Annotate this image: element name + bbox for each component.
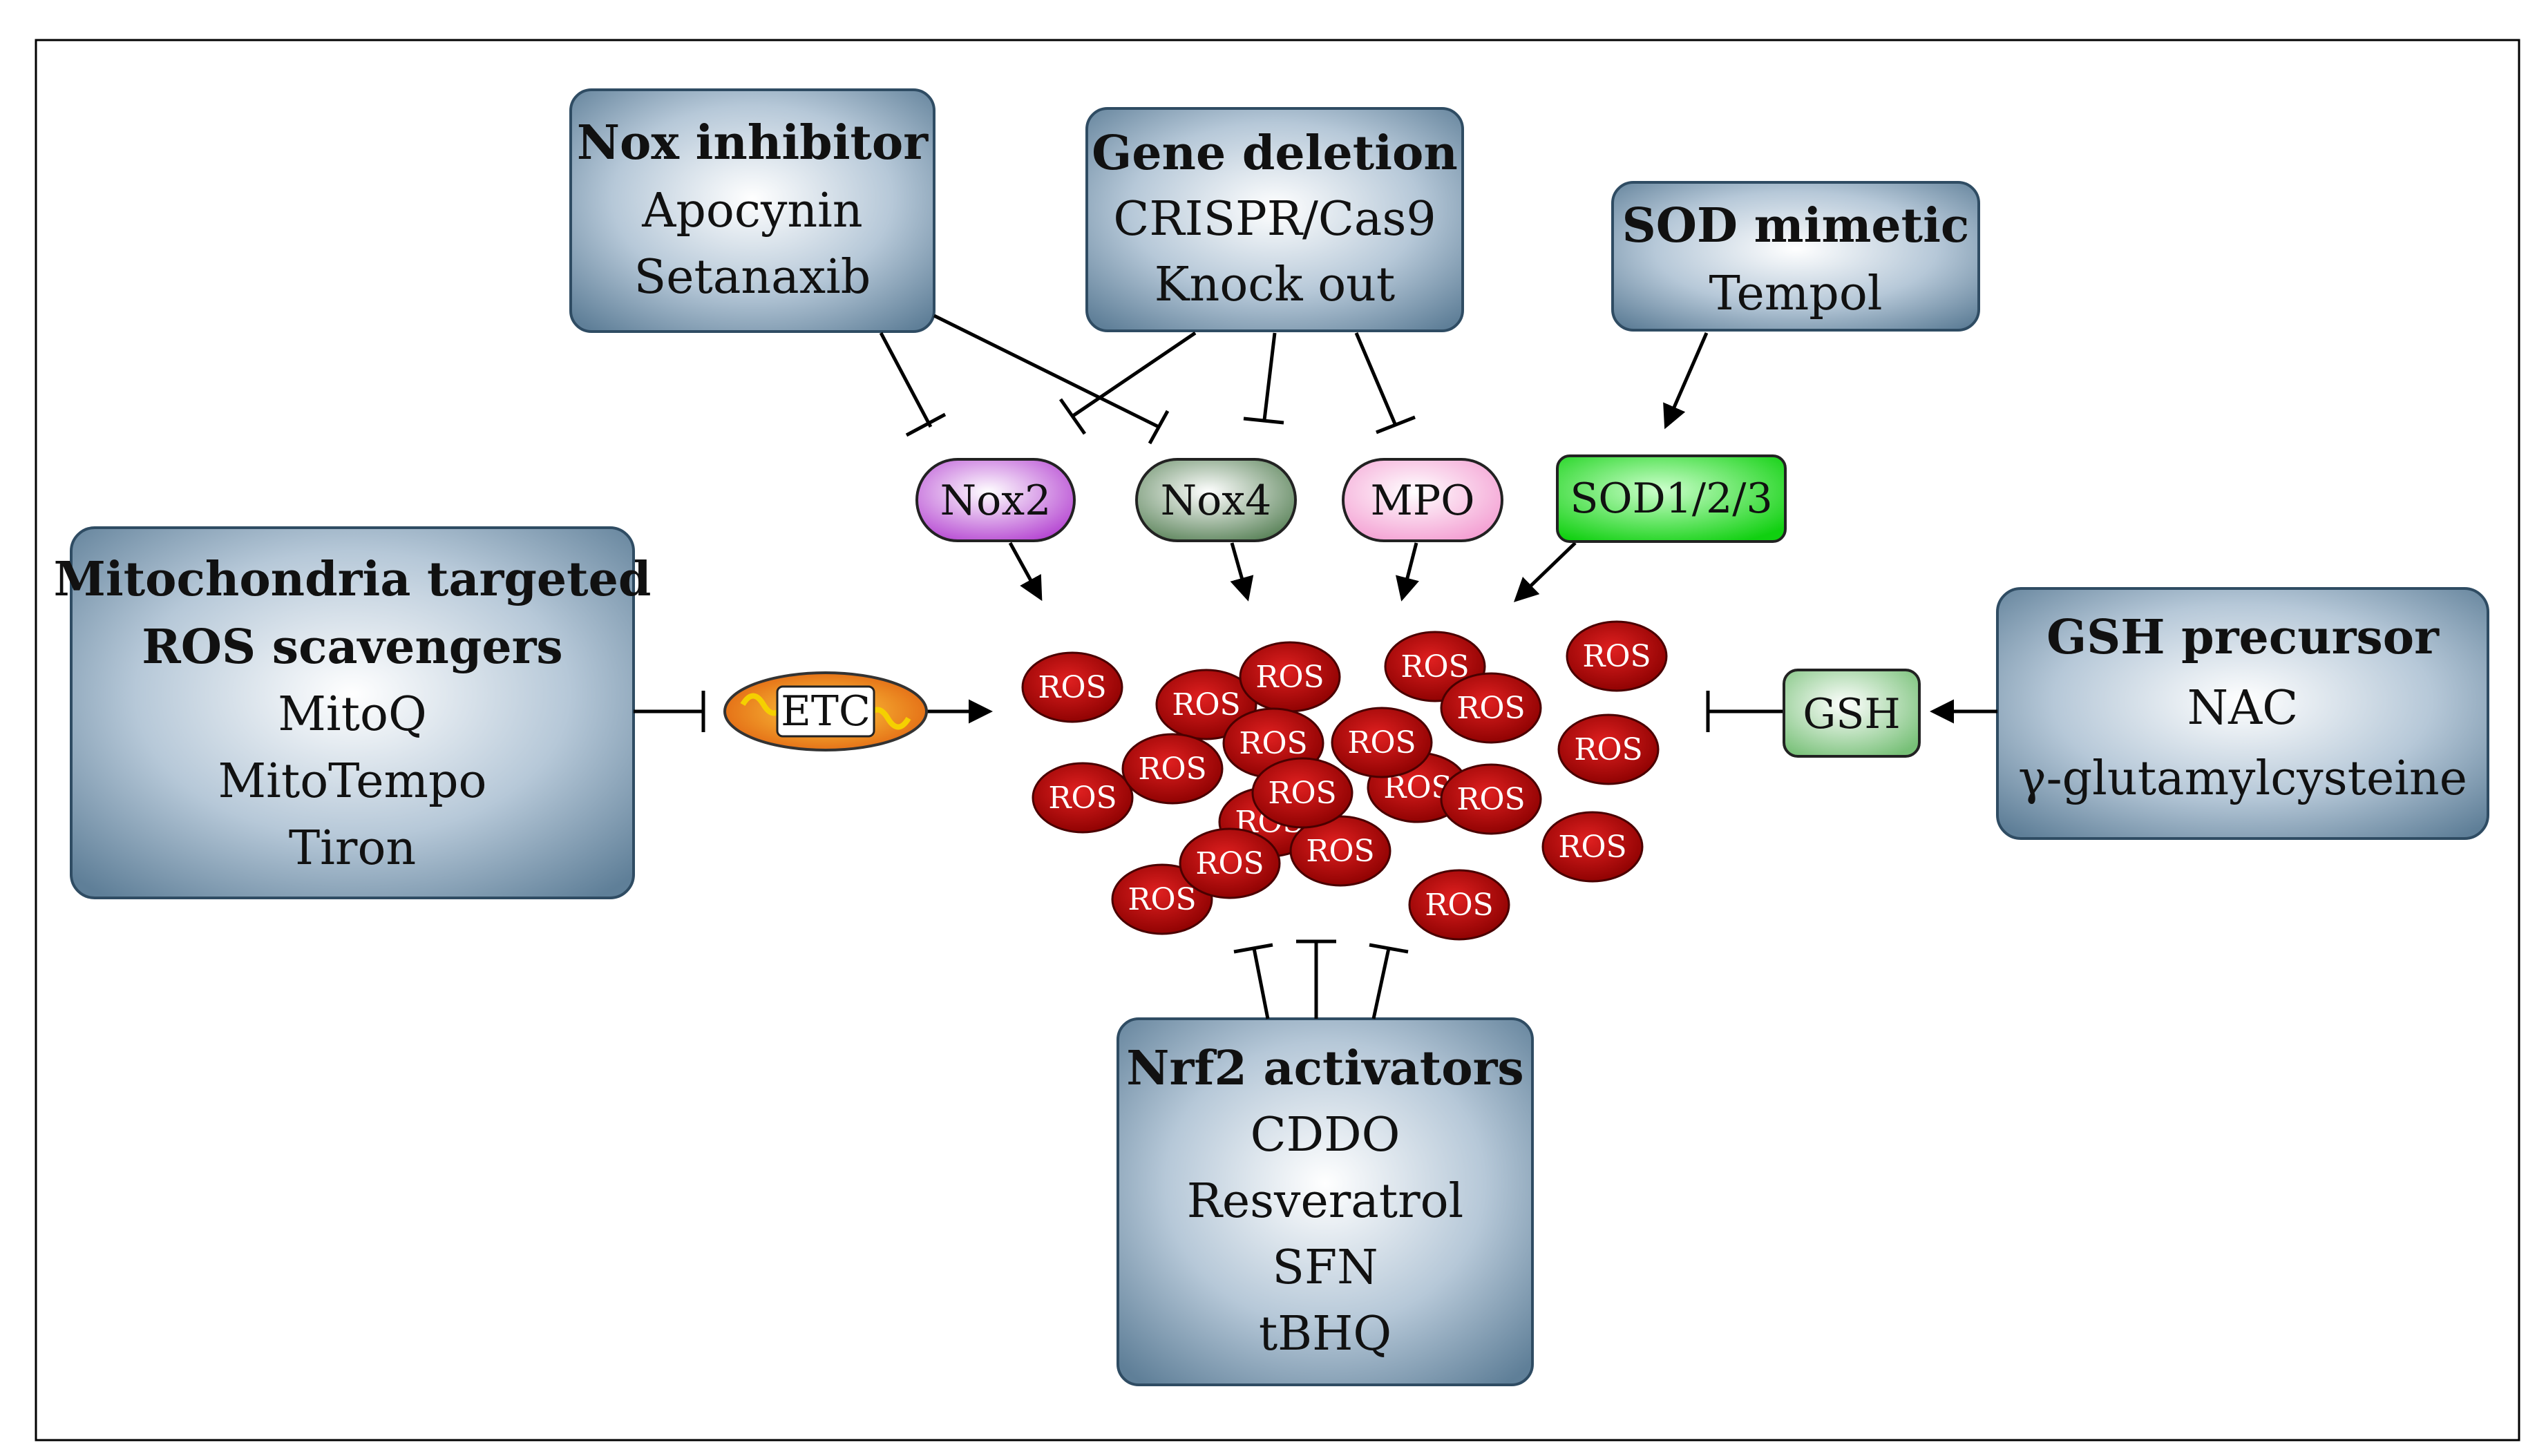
ros-label: ROS [1255, 660, 1324, 695]
ros-label: ROS [1038, 670, 1106, 705]
ros-label: ROS [1558, 830, 1626, 865]
inhibit-line [1072, 331, 1197, 418]
inhibit-bar [905, 412, 947, 437]
inhibit-bar [1243, 416, 1284, 425]
ros-label: ROS [1347, 725, 1416, 760]
ros-label: ROS [1425, 888, 1493, 923]
gsh-precursor-box: GSH precursor NAC γ-glutamylcysteine [1996, 587, 2489, 840]
etc-mitochondrion: ETC [723, 671, 928, 751]
ros-molecule: ROS [1121, 733, 1224, 805]
inhibit-line [1354, 332, 1398, 426]
ros-label: ROS [1138, 751, 1206, 787]
inhibit-bar [1148, 410, 1170, 445]
inhibit-line [879, 332, 933, 428]
activate-arrow [1513, 542, 1577, 602]
gsh-precursor-item: γ-glutamylcysteine [2018, 751, 2467, 806]
activate-arrow [1396, 542, 1419, 602]
ros-label: ROS [1306, 834, 1374, 869]
inhibit-bar [1376, 415, 1416, 434]
ros-label: ROS [1574, 732, 1642, 767]
inhibit-line [1262, 332, 1277, 421]
ros-molecule: ROS [1331, 707, 1433, 778]
gene-deletion-title: Gene deletion [1092, 126, 1458, 181]
nox2-label: Nox2 [940, 477, 1052, 525]
mito-scavengers-item: MitoTempo [218, 754, 487, 809]
ros-molecule: ROS [1155, 669, 1257, 740]
mito-scavengers-title: Mitochondria targeted [54, 552, 652, 607]
activate-arrow [1663, 332, 1709, 430]
ros-label: ROS [1582, 639, 1651, 674]
inhibit-bar [1058, 398, 1087, 435]
ros-label: ROS [1456, 691, 1525, 726]
nrf2-activators-item: CDDO [1251, 1108, 1400, 1162]
mito-scavengers-title: ROS scavengers [142, 620, 562, 675]
nox4-label: Nox4 [1161, 477, 1272, 525]
ros-label: ROS [1400, 649, 1469, 684]
inhibit-bar [1369, 943, 1409, 954]
nox-inhibitor-title: Nox inhibitor [577, 115, 929, 171]
inhibit-line [1252, 948, 1270, 1019]
gsh-precursor-title: GSH precursor [2046, 610, 2440, 665]
nox2-node: Nox2 [915, 458, 1076, 542]
inhibit-line [1371, 948, 1391, 1019]
gsh-precursor-item: NAC [2187, 681, 2299, 736]
sod-mimetic-item: Tempol [1709, 267, 1882, 321]
ros-label: ROS [1128, 882, 1196, 917]
nox-inhibitor-item: Apocynin [641, 184, 862, 238]
ros-label: ROS [1048, 780, 1117, 816]
etc-label: ETC [781, 687, 871, 736]
mito-scavengers-item: Tiron [289, 821, 416, 876]
mpo-node: MPO [1342, 458, 1503, 542]
ros-molecule: ROS [1289, 815, 1391, 887]
gsh-node: GSH [1783, 669, 1921, 758]
sod-label: SOD1/2/3 [1570, 475, 1772, 523]
ros-molecule: ROS [1111, 863, 1213, 935]
nox4-node: Nox4 [1135, 458, 1297, 542]
inhibit-bar [1233, 943, 1273, 954]
sod-node: SOD1/2/3 [1556, 454, 1787, 543]
ros-label: ROS [1456, 782, 1525, 817]
ros-label: ROS [1172, 687, 1240, 722]
ros-label: ROS [1239, 726, 1307, 761]
ros-molecule: ROS [1557, 713, 1660, 785]
nrf2-activators-item: tBHQ [1259, 1307, 1391, 1361]
nox-inhibitor-box: Nox inhibitor Apocynin Setanaxib [569, 88, 935, 333]
ros-molecule: ROS [1408, 869, 1510, 941]
ros-molecule: ROS [1440, 672, 1542, 744]
ros-molecule: ROS [1440, 763, 1542, 835]
nrf2-activators-box: Nrf2 activators CDDO Resveratrol SFN tBH… [1117, 1017, 1534, 1386]
ros-molecule: ROS [1251, 757, 1353, 829]
mito-scavengers-box: Mitochondria targeted ROS scavengers Mit… [54, 526, 652, 899]
gene-deletion-box: Gene deletion CRISPR/Cas9 Knock out [1085, 107, 1464, 332]
ros-molecule: ROS [1239, 641, 1341, 713]
nrf2-activators-item: SFN [1272, 1241, 1378, 1295]
activate-arrow [1008, 542, 1043, 602]
mito-scavengers-item: MitoQ [278, 687, 426, 742]
ros-molecule: ROS [1541, 811, 1644, 883]
connectors [634, 314, 1997, 1019]
inhibit-line [933, 314, 1160, 429]
sod-mimetic-box: SOD mimetic Tempol [1611, 181, 1980, 332]
ros-label: ROS [1195, 846, 1264, 881]
sod-mimetic-title: SOD mimetic [1622, 198, 1970, 253]
mpo-label: MPO [1371, 477, 1475, 525]
ros-molecule: ROS [1179, 827, 1281, 899]
gene-deletion-item: Knock out [1155, 258, 1396, 312]
gsh-label: GSH [1803, 690, 1900, 738]
nrf2-activators-item: Resveratrol [1187, 1174, 1464, 1229]
nrf2-activators-title: Nrf2 activators [1126, 1041, 1523, 1096]
ros-molecule: ROS [1032, 762, 1134, 834]
ros-label: ROS [1268, 776, 1336, 811]
gene-deletion-item: CRISPR/Cas9 [1113, 192, 1436, 247]
ros-molecule: ROS [1021, 651, 1123, 723]
nox-inhibitor-item: Setanaxib [634, 250, 871, 305]
activate-arrow [1230, 542, 1254, 602]
ros-molecule: ROS [1566, 620, 1668, 692]
